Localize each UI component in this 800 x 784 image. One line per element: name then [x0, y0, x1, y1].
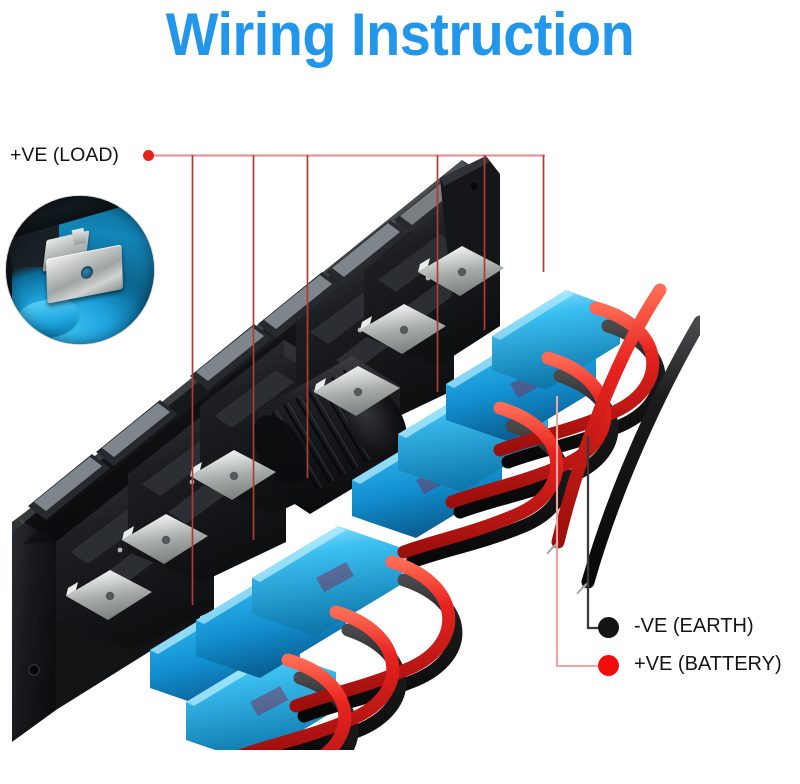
page-title: Wiring Instruction — [165, 1, 635, 68]
earth-marker-dot — [598, 617, 619, 638]
load-marker-dot — [143, 150, 154, 161]
spade-terminal — [122, 514, 208, 564]
blue-connector — [492, 290, 620, 390]
battery-marker-dot — [598, 655, 619, 676]
earth-label: -VE (EARTH) — [634, 615, 754, 637]
rocker-faces — [28, 173, 470, 520]
inset-vignette — [6, 196, 154, 344]
product-photo — [12, 156, 700, 750]
blue-connector — [252, 526, 402, 636]
load-label: +VE (LOAD) — [10, 144, 119, 166]
spade-terminal — [418, 246, 504, 296]
spade-terminals — [66, 246, 504, 620]
spade-terminal — [360, 304, 446, 354]
spade-terminal — [314, 366, 400, 416]
spade-terminal — [66, 570, 152, 620]
wire-tips — [546, 541, 589, 595]
spade-terminal-detail-inset: close-up of metal spade terminal on blue… — [6, 196, 154, 344]
product-description: angled rear view of a multi-gang marine … — [0, 0, 1, 1]
battery-label: +VE (BATTERY) — [634, 653, 782, 675]
